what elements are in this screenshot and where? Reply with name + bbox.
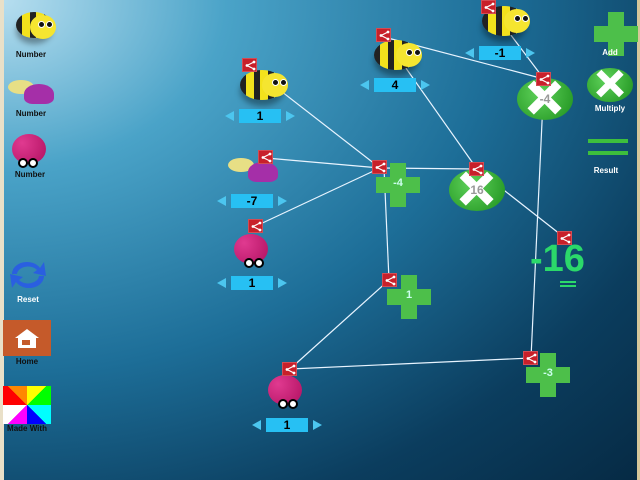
decrement-arrow-icon[interactable] <box>217 196 226 206</box>
multiply-tool-label: Multiply <box>594 104 626 113</box>
number-value: 1 <box>266 418 308 432</box>
number-value: 4 <box>374 78 416 92</box>
connector-handle-icon[interactable] <box>523 351 538 365</box>
result-value: -16 <box>530 238 585 280</box>
connector-handle-icon[interactable] <box>481 0 496 14</box>
add-node-value: -4 <box>393 177 403 189</box>
connection <box>265 157 381 169</box>
connector-handle-icon[interactable] <box>242 58 257 72</box>
turtle-number-node[interactable] <box>228 158 278 182</box>
reset-label[interactable]: Reset <box>17 295 39 304</box>
add-node[interactable]: 1 <box>387 275 431 319</box>
bee1-spinner[interactable]: 1 <box>223 109 297 123</box>
connector-handle-icon[interactable] <box>248 219 263 233</box>
increment-arrow-icon[interactable] <box>286 111 295 121</box>
add-tool-label: Add <box>602 48 618 57</box>
result-tool-bar[interactable] <box>588 139 628 143</box>
multiply-tool[interactable] <box>587 68 633 102</box>
decrement-arrow-icon[interactable] <box>217 278 226 288</box>
palette-turtle[interactable] <box>8 80 54 104</box>
number-value: 1 <box>231 276 273 290</box>
bee2-spinner[interactable]: 4 <box>358 78 432 92</box>
increment-arrow-icon[interactable] <box>313 420 322 430</box>
turtle-spinner[interactable]: -7 <box>215 194 289 208</box>
multiply-node[interactable]: 16 <box>449 169 505 211</box>
increment-arrow-icon[interactable] <box>421 80 430 90</box>
palette-ladybug-label: Number <box>14 170 46 179</box>
connection <box>255 167 381 227</box>
result-equals-icon <box>560 281 576 283</box>
palette-bee-label: Number <box>15 50 47 59</box>
connector-handle-icon[interactable] <box>469 162 484 176</box>
increment-arrow-icon[interactable] <box>526 48 535 58</box>
number-value: -7 <box>231 194 273 208</box>
decrement-arrow-icon[interactable] <box>252 420 261 430</box>
connector-handle-icon[interactable] <box>557 231 572 245</box>
bee-number-node[interactable] <box>240 70 288 100</box>
ladybug2-spinner[interactable]: 1 <box>250 418 324 432</box>
add-tool[interactable] <box>594 12 638 56</box>
ladybug-number-node[interactable] <box>230 234 270 270</box>
connector-handle-icon[interactable] <box>258 150 273 164</box>
connector-handle-icon[interactable] <box>382 273 397 287</box>
left-edge <box>0 0 4 480</box>
number-value: -1 <box>479 46 521 60</box>
palette-bee[interactable] <box>16 12 56 39</box>
connection <box>530 78 545 359</box>
palette-turtle-label: Number <box>15 109 47 118</box>
reset-icon[interactable] <box>6 258 50 292</box>
made-with-logo[interactable] <box>3 386 51 424</box>
increment-arrow-icon[interactable] <box>278 278 287 288</box>
connection <box>289 357 532 370</box>
decrement-arrow-icon[interactable] <box>360 80 369 90</box>
multiply-node-value: 16 <box>470 183 484 197</box>
connection <box>289 279 390 370</box>
home-button[interactable] <box>3 320 51 356</box>
made-with-label[interactable]: Made With <box>7 424 47 433</box>
decrement-arrow-icon[interactable] <box>225 111 234 121</box>
add-node[interactable]: -4 <box>376 163 420 207</box>
add-node[interactable]: -3 <box>526 353 570 397</box>
add-node-value: 1 <box>405 289 413 301</box>
connector-handle-icon[interactable] <box>282 362 297 376</box>
number-value: 1 <box>239 109 281 123</box>
connector-handle-icon[interactable] <box>372 160 387 174</box>
result-tool-label: Result <box>593 166 619 175</box>
bee-number-node[interactable] <box>482 6 530 36</box>
palette-ladybug[interactable] <box>8 134 48 170</box>
connector-handle-icon[interactable] <box>376 28 391 42</box>
home-label[interactable]: Home <box>15 357 39 366</box>
home-icon <box>15 329 39 348</box>
increment-arrow-icon[interactable] <box>278 196 287 206</box>
decrement-arrow-icon[interactable] <box>465 48 474 58</box>
ladybug1-spinner[interactable]: 1 <box>215 276 289 290</box>
add-node-value: -3 <box>543 367 553 379</box>
right-edge <box>637 0 640 480</box>
connector-handle-icon[interactable] <box>536 72 551 86</box>
bee-number-node[interactable] <box>374 40 422 70</box>
result-tool-bar[interactable] <box>588 151 628 155</box>
bee3-spinner[interactable]: -1 <box>463 46 537 60</box>
multiply-node-value: -4 <box>539 92 551 106</box>
ladybug-number-node[interactable] <box>264 375 304 411</box>
